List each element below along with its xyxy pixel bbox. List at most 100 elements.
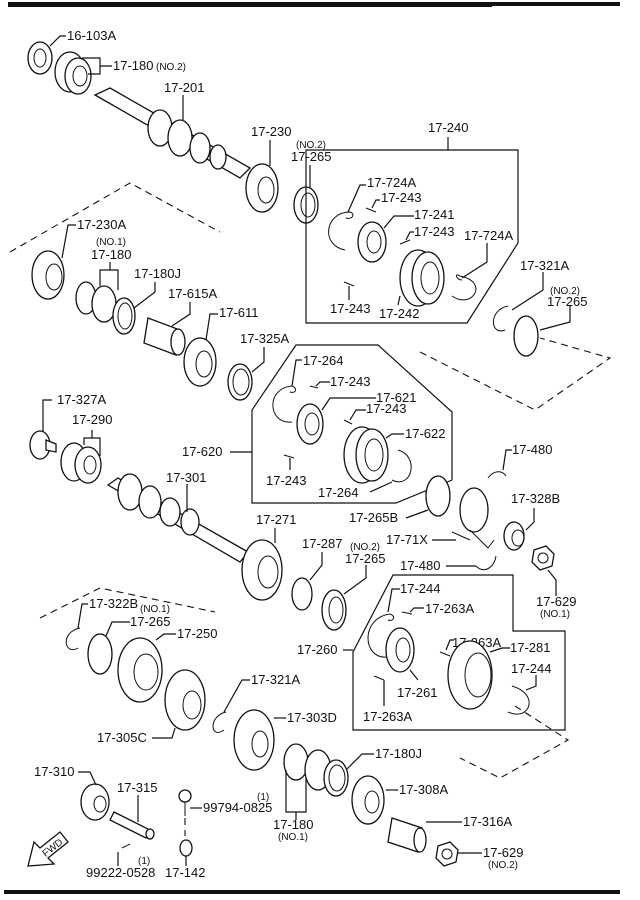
part-99794-0825-bolt[interactable]	[178, 789, 202, 836]
part-17-261-hub[interactable]	[385, 627, 419, 681]
part-17-244-snap-ring-a[interactable]	[367, 588, 400, 658]
part-17-230A-gear[interactable]	[31, 224, 76, 300]
part-17-230-gear[interactable]	[245, 140, 279, 213]
part-17-287-ring[interactable]	[291, 552, 323, 611]
part-17-621-hub[interactable]	[296, 397, 376, 445]
part-17-315-idler-shaft[interactable]	[109, 795, 155, 840]
part-17-310-idler-gear[interactable]	[78, 771, 110, 821]
part-17-201-main-shaft[interactable]	[93, 87, 252, 179]
part-17-243-key-f[interactable]	[283, 454, 295, 470]
part-17-615A-sleeve[interactable]	[143, 302, 191, 356]
part-17-271-gear[interactable]	[241, 528, 283, 601]
part-17-180J-low-shim[interactable]	[323, 753, 374, 797]
sublabel-17-180-no1: (NO.1)	[96, 237, 126, 248]
part-17-243-key-b[interactable]	[399, 231, 414, 245]
part-17-180J-shim[interactable]	[112, 282, 156, 335]
label-17-327A: 17-327A	[57, 392, 106, 407]
label-17-263A-c: 17-263A	[363, 709, 412, 724]
part-17-244-snap-ring-b[interactable]	[507, 675, 537, 715]
part-17-265B-ring[interactable]	[405, 475, 451, 519]
part-17-243-key-c[interactable]	[343, 281, 355, 300]
label-17-629-no2: 17-629	[483, 845, 523, 860]
label-17-201: 17-201	[164, 80, 204, 95]
label-17-242: 17-242	[379, 306, 419, 321]
label-17-301: 17-301	[166, 470, 206, 485]
label-17-261: 17-261	[397, 685, 437, 700]
part-17-264-snap-ring-a[interactable]	[272, 359, 302, 423]
sublabel-17-629-no2: (NO.2)	[488, 860, 518, 871]
part-17-243-key-d[interactable]	[309, 381, 330, 389]
part-17-263A-key-a[interactable]	[401, 607, 424, 615]
part-17-321A-snap-ring-right[interactable]	[492, 272, 544, 332]
sublabel-17-180-no2: (NO.2)	[156, 62, 186, 73]
part-17-303D-gear[interactable]	[233, 709, 286, 771]
label-17-142: 17-142	[165, 865, 205, 880]
part-17-328B-bushing[interactable]	[503, 508, 535, 551]
part-16-103A[interactable]	[27, 35, 66, 75]
label-17-611: 17-611	[219, 305, 259, 320]
dashed-guide-lower-right	[459, 705, 570, 779]
part-17-264-snap-ring-b[interactable]	[369, 449, 412, 493]
part-99222-0528-pin[interactable]	[117, 843, 131, 866]
label-17-315: 17-315	[117, 780, 157, 795]
qty-99794-0825: (1)	[257, 792, 269, 803]
part-17-243-key-a[interactable]	[365, 199, 380, 213]
part-17-305C-gear[interactable]	[152, 669, 206, 739]
label-17-71X: 17-71X	[386, 532, 428, 547]
part-17-281-reverse-gear[interactable]	[447, 640, 510, 710]
part-17-243-key-e[interactable]	[343, 409, 366, 425]
part-17-724A-snap-ring-a[interactable]	[328, 184, 366, 251]
part-17-180-no2-bearing[interactable]	[54, 51, 112, 95]
label-17-244-a: 17-244	[400, 581, 440, 596]
sublabel-17-265-top: (NO.2)	[296, 140, 326, 151]
part-17-71X-shift-fork[interactable]	[432, 487, 495, 549]
label-17-321A-right: 17-321A	[520, 258, 569, 273]
group-box-17-620	[251, 344, 453, 504]
label-17-243-e: 17-243	[366, 401, 406, 416]
part-17-629-no2-nut[interactable]	[435, 841, 482, 867]
label-17-250: 17-250	[177, 626, 217, 641]
part-17-263A-key-c[interactable]	[373, 675, 385, 706]
part-17-327A-plug[interactable]	[29, 399, 57, 460]
part-17-325A-ring[interactable]	[227, 347, 265, 401]
label-17-724A-b: 17-724A	[464, 228, 513, 243]
part-17-301-countershaft[interactable]	[106, 473, 249, 563]
part-17-242-sleeve[interactable]	[397, 249, 445, 307]
label-17-290: 17-290	[72, 412, 112, 427]
label-17-316A: 17-316A	[463, 814, 512, 829]
label-17-180-no2: 17-180	[113, 58, 153, 73]
part-17-241-hub[interactable]	[357, 215, 414, 263]
part-17-480-fork-b[interactable]	[446, 555, 497, 571]
part-17-142-clip[interactable]	[179, 839, 193, 866]
part-17-316A-bushing[interactable]	[387, 817, 462, 853]
fwd-direction-arrow: FWD	[27, 831, 69, 867]
sublabel-17-265-right: (NO.2)	[550, 286, 580, 297]
label-17-264-a: 17-264	[303, 353, 343, 368]
part-17-180-no1-bearing[interactable]	[75, 262, 119, 323]
part-17-263A-key-b[interactable]	[439, 639, 454, 657]
label-17-305C: 17-305C	[97, 730, 147, 745]
part-17-308A-gear[interactable]	[351, 775, 398, 825]
part-17-622-sleeve[interactable]	[343, 426, 404, 484]
part-17-321A-low-snap-ring[interactable]	[212, 679, 250, 733]
label-17-240: 17-240	[428, 120, 468, 135]
sublabel-17-265-mid: (NO.2)	[350, 542, 380, 553]
part-17-290-bearing[interactable]	[60, 430, 102, 484]
part-17-611-gear[interactable]	[183, 313, 218, 387]
qty-99222-0528: (1)	[138, 856, 150, 867]
part-17-180-no1-low-bearing[interactable]	[283, 743, 332, 820]
part-17-480-fork-a[interactable]	[487, 449, 512, 479]
label-17-180J: 17-180J	[134, 266, 181, 281]
label-17-328B: 17-328B	[511, 491, 560, 506]
part-17-250-gear[interactable]	[117, 633, 176, 703]
part-17-629-no1-nut[interactable]	[531, 545, 557, 596]
label-17-321A-low: 17-321A	[251, 672, 300, 687]
label-17-287: 17-287	[302, 536, 342, 551]
label-17-260: 17-260	[297, 642, 337, 657]
part-17-265-no2-mid-ring[interactable]	[321, 565, 367, 631]
part-17-322B-snap-ring[interactable]	[65, 603, 88, 651]
part-17-265-no2-right-ring[interactable]	[513, 306, 571, 357]
part-17-265-no1-low-ring[interactable]	[87, 621, 130, 675]
part-17-724A-snap-ring-b[interactable]	[451, 243, 488, 301]
